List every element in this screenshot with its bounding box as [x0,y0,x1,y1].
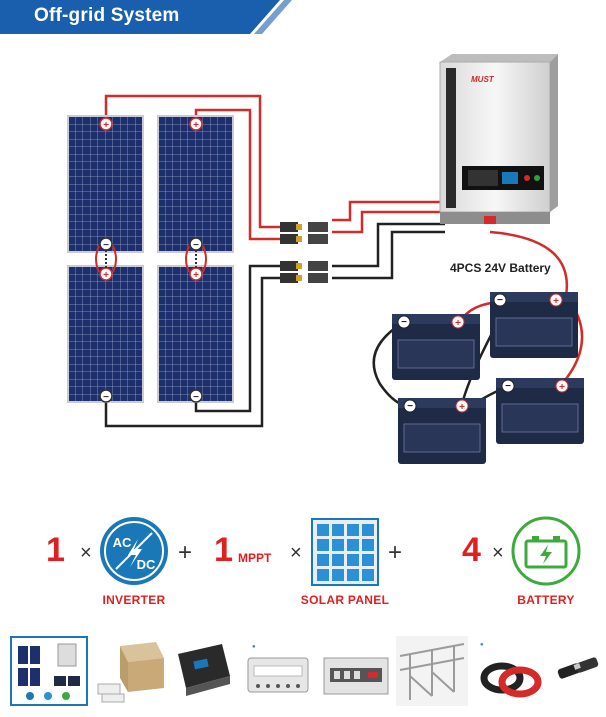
battery-count: 4 [462,531,481,569]
solar-panel-icon [311,518,379,586]
svg-text:−: − [193,392,199,403]
times-sign: × [492,542,504,564]
ac-label: AC [113,535,132,550]
breaker-box-thumb[interactable] [320,636,392,706]
dc-label: DC [137,557,156,572]
inverter-brand: MUST [471,75,495,84]
combiner-box-thumb[interactable]: ● [244,636,314,706]
mc4-connector-thumb[interactable] [550,636,606,706]
positive-wires [104,94,445,241]
panel-count: 1 [214,531,233,569]
boxes-thumb[interactable] [92,636,168,706]
svg-text:−: − [193,240,199,251]
svg-text:−: − [401,317,407,328]
system-diagram: + + − − + + − − MUST 4PCS 24V Battery [67,54,584,464]
svg-text:●: ● [480,642,484,648]
inverter-count: 1 [46,531,65,569]
inverter-caption: INVERTER [102,593,166,607]
product-thumbnail-strip: ● ● [0,636,606,717]
times-sign: × [80,542,92,564]
svg-text:−: − [497,295,503,306]
battery-label: 4PCS 24V Battery [450,261,551,275]
panel-terminals: + + − − + + − − [99,117,203,403]
svg-text:+: + [559,382,565,393]
svg-text:+: + [193,270,199,281]
times-sign: × [290,542,302,564]
battery-icon [511,516,581,586]
battery-3: − + [398,398,486,464]
svg-text:+: + [193,120,199,131]
system-diagram-thumb[interactable] [10,636,88,706]
mppt-tag: MPPT [238,551,272,565]
series-links [95,245,207,273]
inverter-thumb[interactable] [172,636,234,706]
mounting-rack-thumb[interactable] [396,636,468,706]
battery-4: − + [496,378,584,444]
solar-panel-array [67,115,234,403]
svg-text:+: + [103,270,109,281]
battery-bank: − + − + − + − + [392,292,584,464]
header-banner [0,0,292,34]
plus-sign: + [178,539,193,566]
inverter-unit: MUST [439,54,558,224]
battery-caption: BATTERY [517,593,575,607]
svg-text:−: − [103,392,109,403]
svg-text:+: + [103,120,109,131]
component-formula: 1 × AC DC + INVERTER 1 MPPT × + SOLAR PA… [0,505,606,620]
inverter-icon: AC DC [100,517,168,585]
svg-text:+: + [553,296,559,307]
mc4-connectors [280,222,328,283]
svg-text:●: ● [252,644,256,650]
svg-text:+: + [455,318,461,329]
plus-sign: + [388,539,403,566]
solar-panel-caption: SOLAR PANEL [300,593,390,607]
battery-1: − + [392,314,480,380]
svg-text:+: + [459,402,465,413]
battery-2: − + [490,292,578,358]
svg-text:−: − [505,381,511,392]
svg-text:−: − [407,401,413,412]
svg-text:−: − [103,240,109,251]
page-title: Off-grid System [34,5,180,26]
cable-thumb[interactable]: ● [474,636,544,706]
negative-wires [104,222,445,428]
